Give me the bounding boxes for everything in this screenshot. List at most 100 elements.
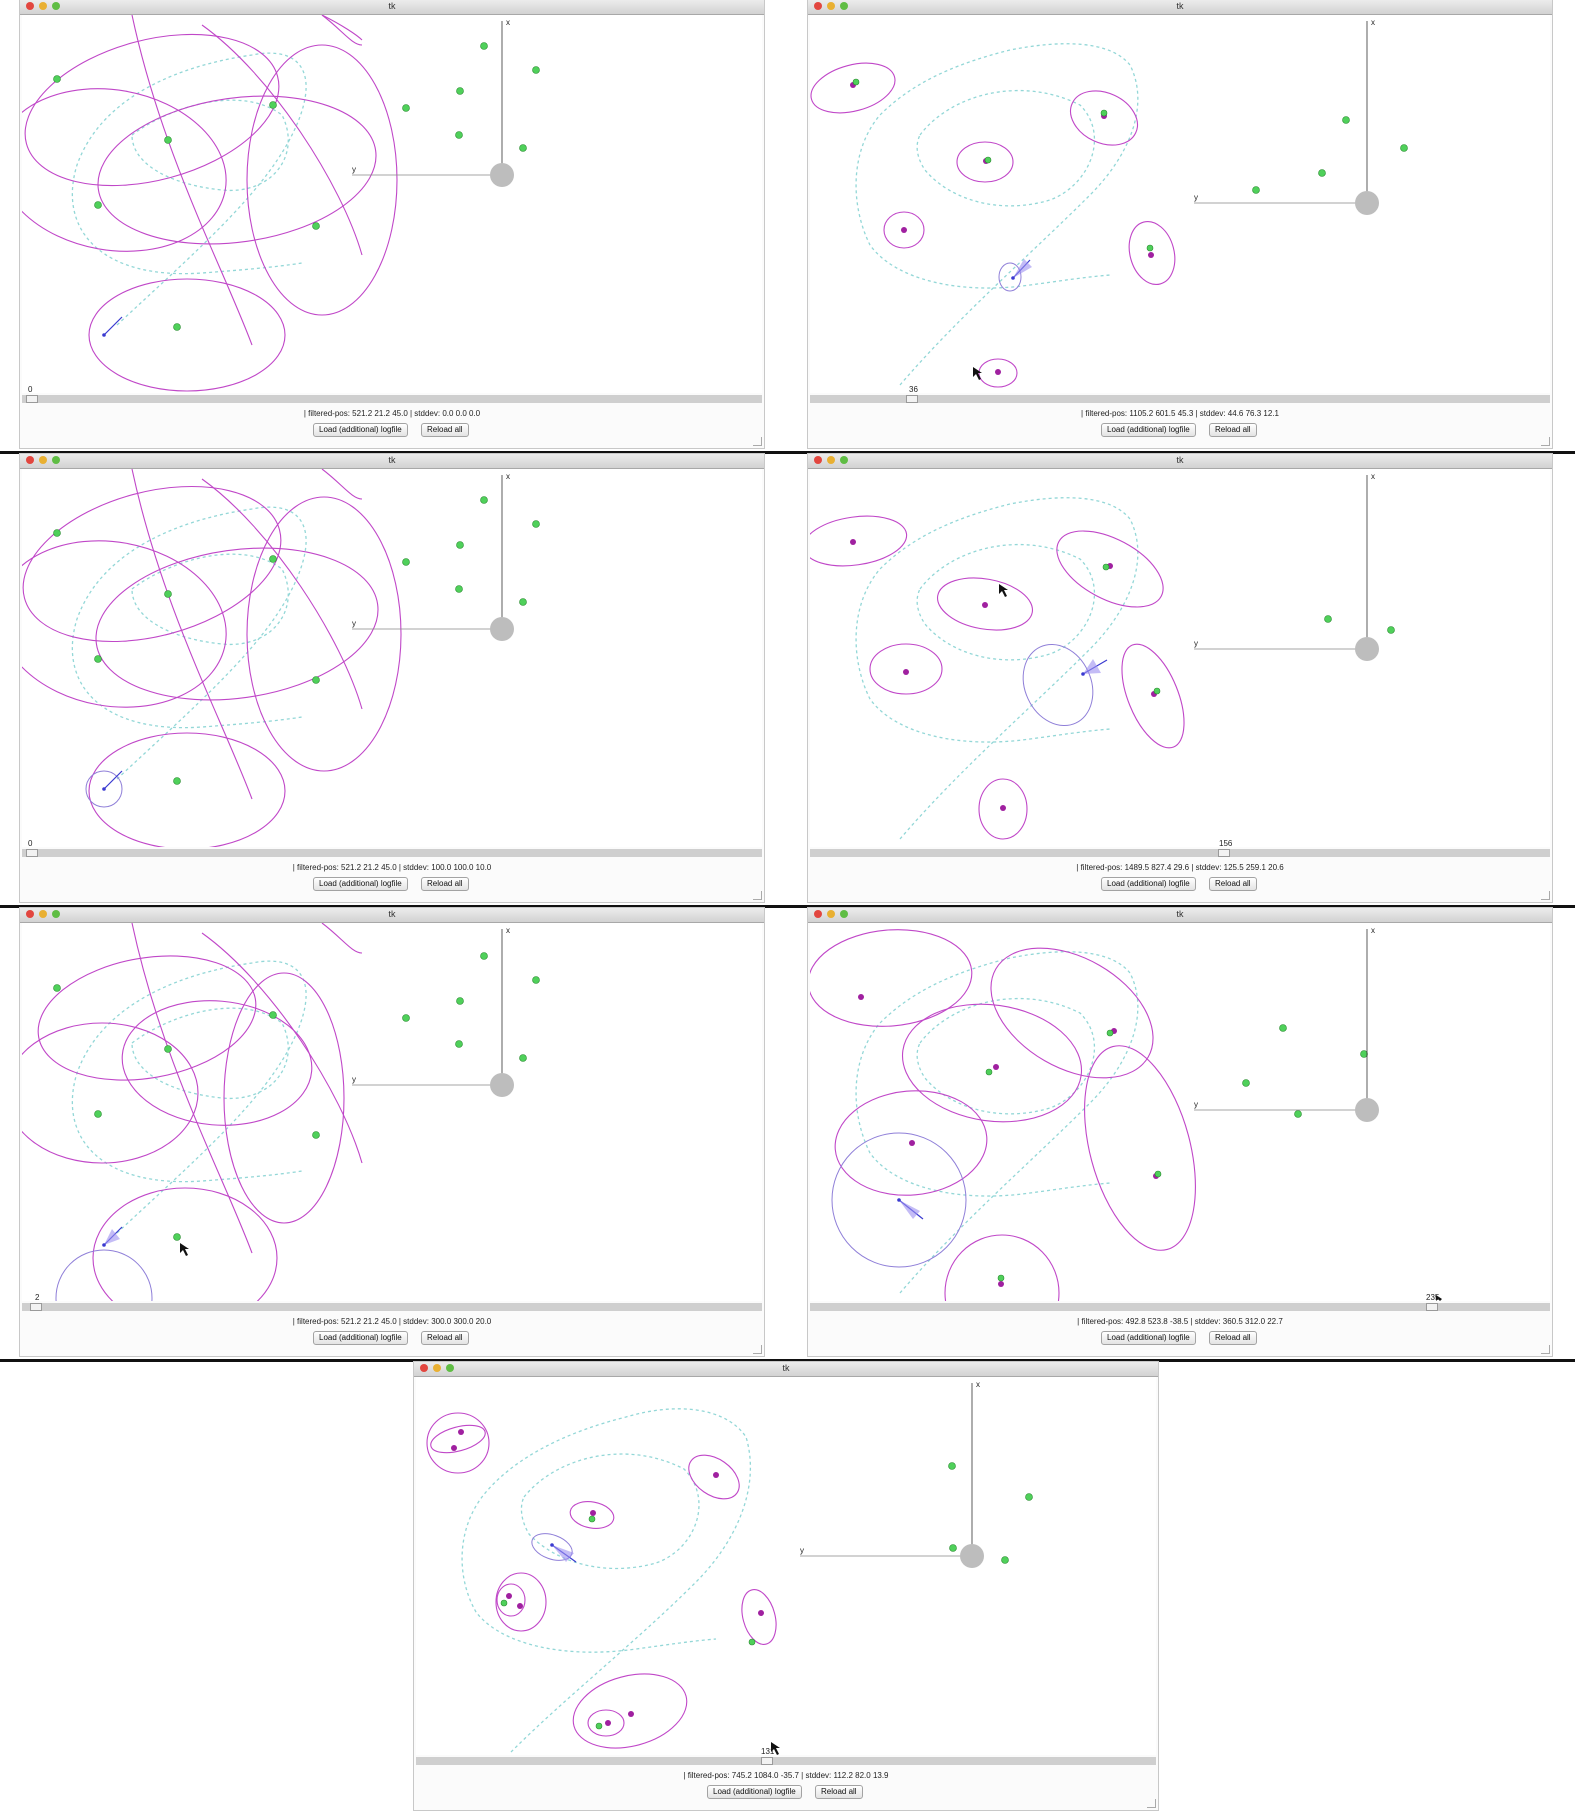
zoom-icon[interactable] [840, 2, 848, 10]
robot-pose [102, 770, 123, 791]
status-line: | filtered-pos: 745.2 1084.0 -35.7 | std… [683, 1771, 889, 1780]
close-icon[interactable] [26, 910, 34, 918]
title-bar[interactable]: tk [808, 454, 1552, 469]
zoom-icon[interactable] [840, 456, 848, 464]
reload-all-button[interactable]: Reload all [1209, 877, 1257, 891]
slider-thumb[interactable] [1426, 1303, 1438, 1311]
covariance-ellipses [22, 923, 363, 1301]
estimate-points [850, 539, 1157, 811]
map-canvas[interactable]: x y [810, 15, 1550, 393]
frame-slider[interactable] [22, 395, 762, 403]
resize-grip[interactable] [1541, 1345, 1550, 1354]
slider-thumb[interactable] [1218, 849, 1230, 857]
load-logfile-button[interactable]: Load (additional) logfile [707, 1785, 802, 1799]
close-icon[interactable] [814, 910, 822, 918]
frame-slider[interactable] [810, 1303, 1550, 1311]
tk-window: tk [808, 0, 1552, 448]
slider-thumb[interactable] [26, 395, 38, 403]
title-bar[interactable]: tk [414, 1362, 1158, 1377]
resize-grip[interactable] [753, 891, 762, 900]
load-logfile-button[interactable]: Load (additional) logfile [313, 1331, 408, 1345]
resize-grip[interactable] [1147, 1799, 1156, 1808]
load-logfile-button[interactable]: Load (additional) logfile [1101, 877, 1196, 891]
landmark-points [53, 42, 540, 331]
map-canvas[interactable]: x y [22, 923, 762, 1301]
zoom-icon[interactable] [52, 910, 60, 918]
title-bar[interactable]: tk [20, 454, 764, 469]
close-icon[interactable] [814, 2, 822, 10]
frame-slider[interactable] [22, 1303, 762, 1311]
frame-slider[interactable] [416, 1757, 1156, 1765]
x-axis-label: x [506, 472, 510, 481]
status-line: | filtered-pos: 521.2 21.2 45.0 | stddev… [292, 1317, 492, 1326]
map-canvas[interactable]: x y [22, 15, 762, 393]
zoom-icon[interactable] [52, 456, 60, 464]
landmark-points [1102, 563, 1395, 695]
map-canvas[interactable]: x y [810, 469, 1550, 847]
covariance-ellipses [426, 1412, 777, 1749]
close-icon[interactable] [420, 1364, 428, 1372]
y-axis-label: y [352, 1075, 356, 1084]
resize-grip[interactable] [753, 437, 762, 446]
reload-all-button[interactable]: Reload all [815, 1785, 863, 1799]
robot-pose [1011, 259, 1032, 280]
minimize-icon[interactable] [827, 456, 835, 464]
robot-covariance [85, 770, 123, 808]
minimize-icon[interactable] [827, 910, 835, 918]
close-icon[interactable] [26, 456, 34, 464]
frame-slider[interactable] [22, 849, 762, 857]
slider-thumb[interactable] [906, 395, 918, 403]
tk-window: tk [808, 454, 1552, 902]
frame-slider[interactable] [810, 849, 1550, 857]
title-bar[interactable]: tk [808, 908, 1552, 923]
load-logfile-button[interactable]: Load (additional) logfile [1101, 1331, 1196, 1345]
resize-grip[interactable] [753, 1345, 762, 1354]
title-bar[interactable]: tk [808, 0, 1552, 15]
reload-all-button[interactable]: Reload all [421, 877, 469, 891]
robot-frame-axes: x y [1194, 18, 1379, 215]
mouse-cursor-icon [973, 367, 982, 380]
load-logfile-button[interactable]: Load (additional) logfile [1101, 423, 1196, 437]
minimize-icon[interactable] [827, 2, 835, 10]
covariance-ellipses [810, 929, 1196, 1301]
robot-pose [550, 1543, 577, 1563]
landmark-points [500, 1462, 1033, 1730]
title-bar[interactable]: tk [20, 0, 764, 15]
slider-thumb[interactable] [26, 849, 38, 857]
reload-all-button[interactable]: Reload all [1209, 423, 1257, 437]
estimate-points [850, 82, 1154, 375]
minimize-icon[interactable] [39, 910, 47, 918]
map-canvas[interactable]: x y [810, 923, 1550, 1301]
robot-covariance [831, 1132, 967, 1268]
separator [0, 1359, 1575, 1362]
map-canvas[interactable]: x y [416, 1377, 1156, 1755]
slider-thumb[interactable] [30, 1303, 42, 1311]
map-canvas[interactable]: x y [22, 469, 762, 847]
x-axis-label: x [506, 18, 510, 27]
resize-grip[interactable] [1541, 437, 1550, 446]
zoom-icon[interactable] [840, 910, 848, 918]
resize-grip[interactable] [1541, 891, 1550, 900]
frame-label: 156 [1219, 839, 1233, 848]
close-icon[interactable] [26, 2, 34, 10]
frame-label: 235 [1426, 1293, 1440, 1302]
mouse-cursor-icon [1436, 1295, 1442, 1301]
zoom-icon[interactable] [52, 2, 60, 10]
tk-window: tk [414, 1362, 1158, 1810]
load-logfile-button[interactable]: Load (additional) logfile [313, 423, 408, 437]
minimize-icon[interactable] [39, 2, 47, 10]
x-axis-label: x [1371, 472, 1375, 481]
minimize-icon[interactable] [433, 1364, 441, 1372]
close-icon[interactable] [814, 456, 822, 464]
x-axis-label: x [506, 926, 510, 935]
robot-frame-axes: x y [352, 18, 514, 187]
zoom-icon[interactable] [446, 1364, 454, 1372]
reload-all-button[interactable]: Reload all [421, 423, 469, 437]
slider-thumb[interactable] [761, 1757, 773, 1765]
minimize-icon[interactable] [39, 456, 47, 464]
reload-all-button[interactable]: Reload all [421, 1331, 469, 1345]
load-logfile-button[interactable]: Load (additional) logfile [313, 877, 408, 891]
frame-slider[interactable] [810, 395, 1550, 403]
reload-all-button[interactable]: Reload all [1209, 1331, 1257, 1345]
title-bar[interactable]: tk [20, 908, 764, 923]
